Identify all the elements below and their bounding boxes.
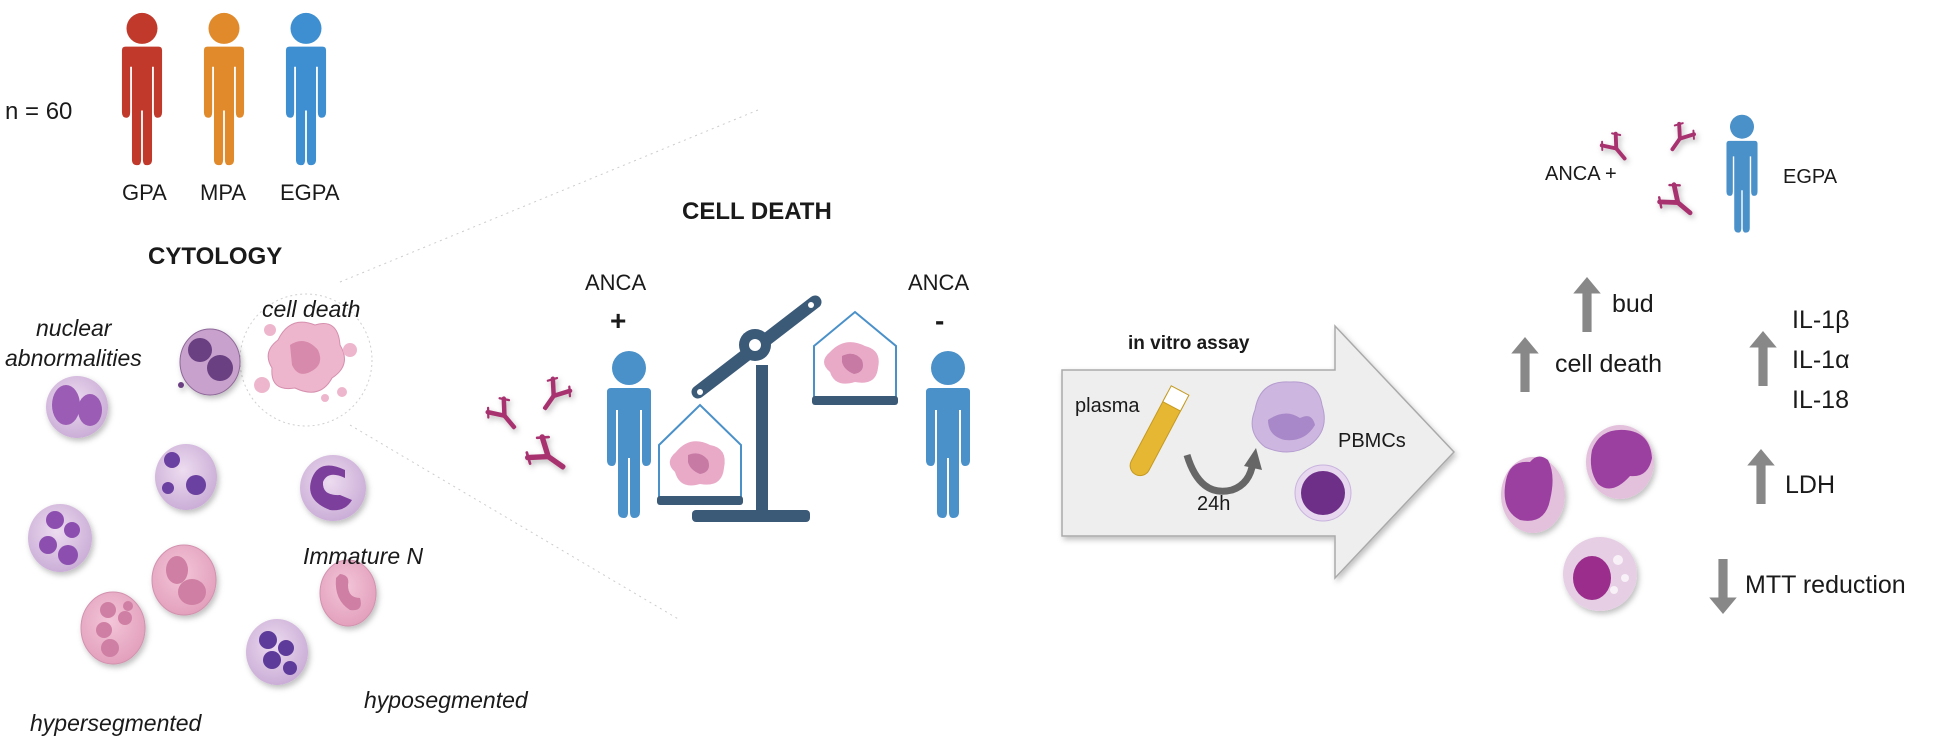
anca-negative-label: ANCA — [908, 270, 970, 295]
result-egpa-label: EGPA — [1783, 166, 1838, 188]
person-icon-egpa — [285, 12, 327, 166]
group-label-mpa: MPA — [200, 180, 247, 205]
zoom-line-top — [339, 109, 759, 283]
pbmc-monocyte-icon — [1251, 381, 1325, 453]
test-tube-icon — [1129, 385, 1190, 477]
balance-scale-icon — [657, 295, 898, 522]
pbmc-lymphocyte-icon — [1294, 464, 1352, 522]
cell-death-title: CELL DEATH — [682, 198, 832, 225]
result-bud: bud — [1612, 290, 1654, 318]
cell-image-hypersegmented-granular-2 — [246, 619, 308, 685]
cell-image-hypersegmented-granular — [28, 504, 92, 572]
arrow-up-icon-interleukins — [1749, 331, 1777, 386]
result-cell-image-1 — [1501, 456, 1565, 533]
antibody-icon — [483, 394, 524, 435]
person-icon-egpa-result — [1726, 114, 1758, 233]
incubation-time-label: 24h — [1197, 493, 1231, 515]
cell-image-immature-neutrophil — [300, 455, 366, 521]
group-label-egpa: EGPA — [280, 180, 340, 205]
antibody-icon — [1663, 120, 1698, 156]
antibody-icon — [534, 375, 574, 416]
antibody-icon — [523, 432, 573, 480]
assay-title: in vitro assay — [1128, 333, 1250, 354]
result-cell-death: cell death — [1555, 350, 1663, 378]
group-label-gpa: GPA — [122, 180, 167, 205]
cell-image-hyposegmented — [319, 559, 377, 627]
zoom-line-bottom — [349, 424, 681, 621]
antibody-icon — [1655, 180, 1699, 224]
person-icon-mpa — [203, 12, 245, 166]
arrow-up-icon-cell-death — [1511, 337, 1539, 392]
cell-image-binucleate — [46, 376, 108, 438]
plasma-label: plasma — [1075, 395, 1140, 417]
cell-image-hypersegmented-pink — [80, 591, 146, 665]
nuclear-abnormality-cell-image — [178, 328, 241, 396]
cohort-size-label: n = 60 — [5, 98, 73, 125]
cytology-title: CYTOLOGY — [148, 243, 283, 270]
label-cell-death: cell death — [262, 296, 361, 322]
in-vitro-assay-arrow — [1061, 324, 1456, 580]
result-cell-image-2 — [1586, 425, 1654, 499]
anca-positive-sign: + — [610, 305, 627, 336]
result-il-1-beta: IL-1β — [1792, 306, 1850, 334]
person-icon-gpa — [121, 12, 163, 166]
arrow-down-icon-mtt — [1709, 559, 1737, 614]
arrow-up-icon-bud — [1573, 277, 1601, 332]
result-mtt-reduction: MTT reduction — [1745, 571, 1906, 599]
cell-death-cell-image — [254, 321, 357, 402]
label-immature-n: Immature N — [303, 543, 424, 569]
result-il-18: IL-18 — [1792, 386, 1849, 414]
cell-image-bilobed-pink — [151, 544, 217, 616]
result-cell-image-3 — [1563, 537, 1637, 611]
arrow-up-icon-ldh — [1747, 449, 1775, 504]
result-il-1-alpha: IL-1α — [1792, 346, 1850, 374]
pbmc-label: PBMCs — [1338, 430, 1406, 452]
cell-image-multinucleate — [155, 444, 217, 510]
cell-death-callout-circle — [239, 293, 373, 427]
anca-positive-label: ANCA — [585, 270, 647, 295]
label-hyposegmented: hyposegmented — [364, 687, 528, 713]
label-hypersegmented: hypersegmented — [30, 710, 202, 736]
result-ldh: LDH — [1785, 471, 1836, 499]
label-abnormalities: abnormalities — [5, 345, 142, 371]
person-icon-anca-negative — [926, 351, 970, 518]
result-anca-label: ANCA + — [1545, 163, 1617, 185]
label-nuclear: nuclear — [36, 315, 112, 341]
anca-negative-sign: - — [935, 305, 945, 336]
curved-arrow-icon — [1183, 448, 1262, 495]
antibody-icon — [1598, 130, 1633, 166]
person-icon-anca-positive — [607, 351, 651, 518]
